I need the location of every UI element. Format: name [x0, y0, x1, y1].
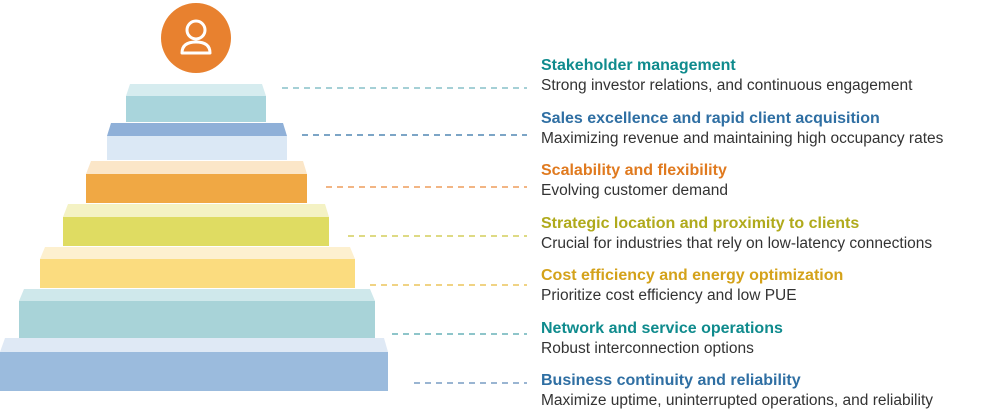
level-description: Prioritize cost efficiency and low PUE [541, 287, 797, 304]
pyramid-step-face [0, 352, 388, 391]
pyramid-step-top [63, 204, 329, 217]
level-label: Strategic location and proximity to clie… [541, 214, 932, 254]
person-icon [180, 19, 212, 55]
level-title: Sales excellence and rapid client acquis… [541, 110, 880, 127]
avatar [161, 3, 231, 73]
level-description: Evolving customer demand [541, 182, 728, 199]
pyramid-step-face [40, 259, 355, 288]
level-title: Scalability and flexibility [541, 162, 727, 179]
pyramid-step-face [19, 301, 375, 338]
level-description: Maximizing revenue and maintaining high … [541, 130, 944, 147]
pyramid-step-top [40, 247, 355, 259]
pyramid-step-top [19, 289, 375, 301]
pyramid-step-face [63, 217, 329, 246]
level-title: Stakeholder management [541, 57, 736, 74]
level-label: Sales excellence and rapid client acquis… [541, 109, 943, 149]
level-title: Strategic location and proximity to clie… [541, 215, 860, 232]
level-description: Robust interconnection options [541, 340, 754, 357]
pyramid-step-face [126, 96, 266, 122]
pyramid-step-face [107, 136, 287, 160]
level-description: Crucial for industries that rely on low-… [541, 235, 933, 252]
pyramid-step-top [86, 161, 307, 174]
pyramid-step-top [126, 84, 266, 96]
level-title: Network and service operations [541, 320, 783, 337]
pyramid-step-face [86, 174, 307, 203]
level-title: Business continuity and reliability [541, 372, 801, 389]
level-description: Strong investor relations, and continuou… [541, 77, 913, 94]
pyramid-step-top [107, 123, 287, 136]
level-title: Cost efficiency and energy optimization [541, 267, 844, 284]
level-description: Maximize uptime, uninterrupted operation… [541, 392, 934, 409]
pyramid-step-top [0, 338, 388, 352]
